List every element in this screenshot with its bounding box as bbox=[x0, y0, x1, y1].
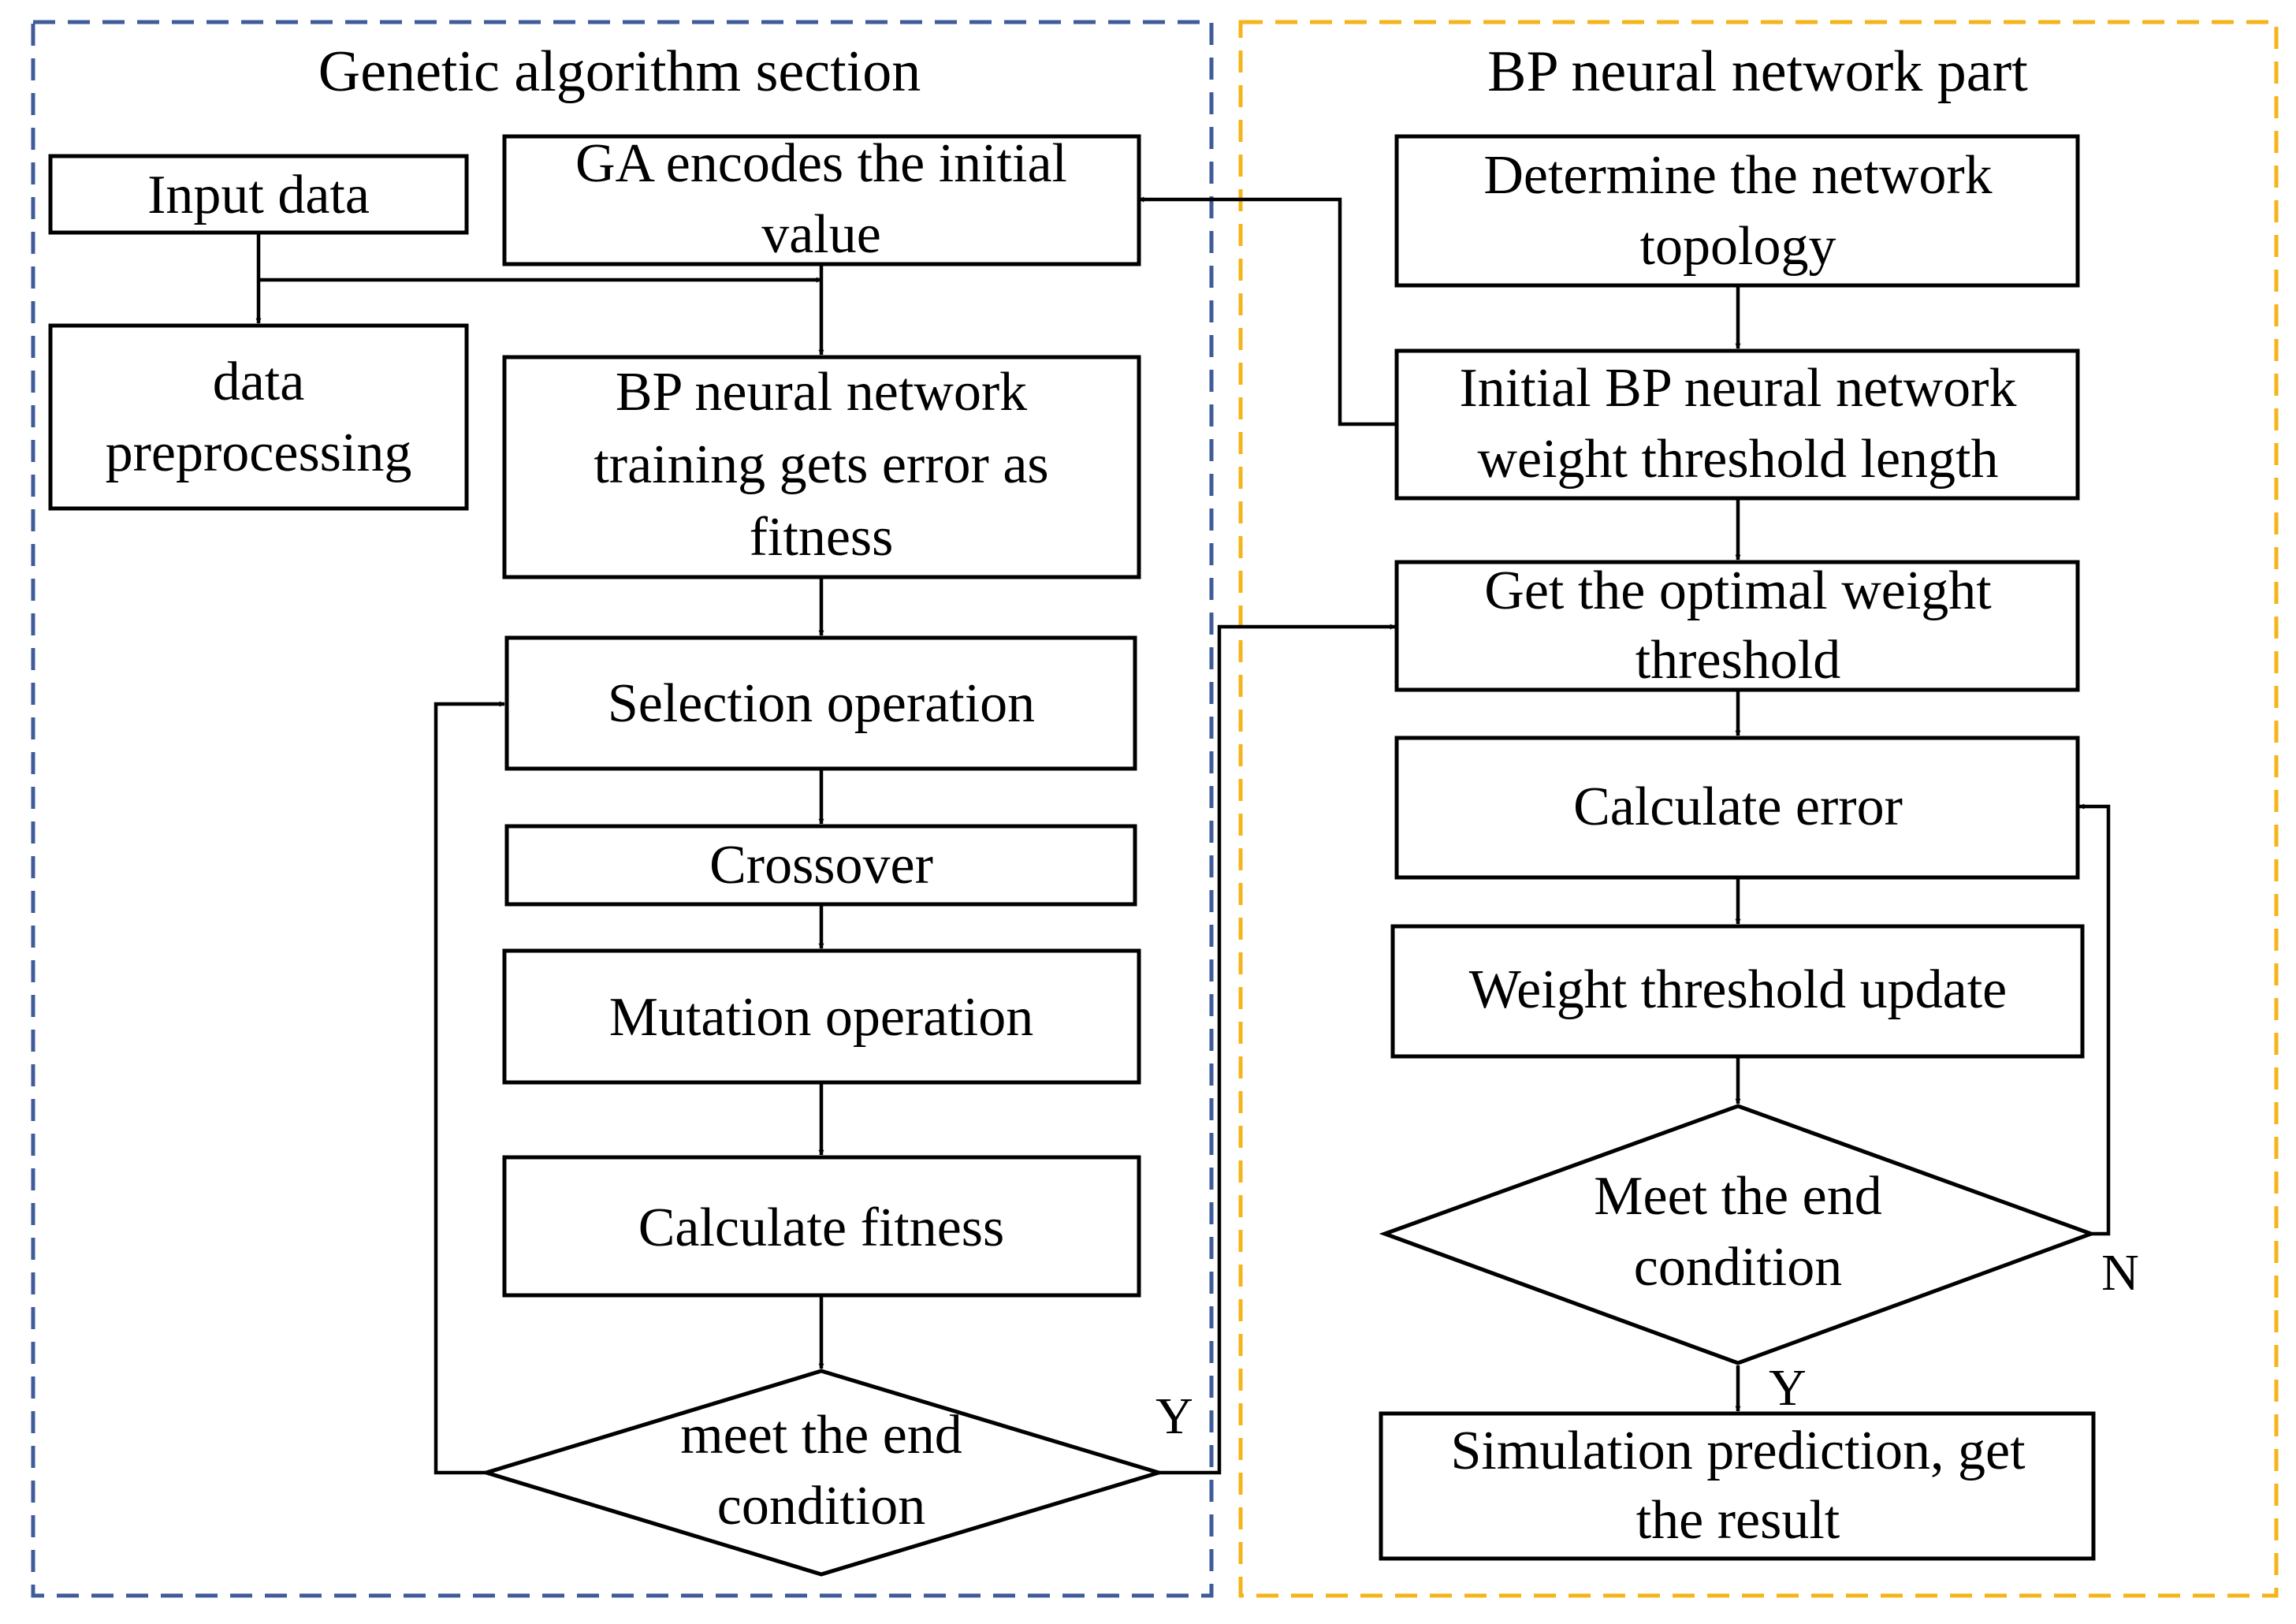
selection-operation-label: Selection operation bbox=[608, 673, 1035, 734]
arrow-ga-no-loop-to-selection bbox=[434, 701, 505, 1475]
network-topology-box bbox=[1394, 134, 2080, 288]
ga-yes-label: Y bbox=[1155, 1387, 1193, 1445]
data-preprocessing-box bbox=[48, 323, 469, 511]
input-data-box bbox=[48, 154, 469, 235]
input-data-label: Input data bbox=[147, 165, 370, 225]
ga-encode-box bbox=[502, 134, 1141, 266]
genetic-section-frame bbox=[31, 20, 1214, 1598]
crossover-label: Crossover bbox=[709, 835, 933, 896]
weight-update-box bbox=[1390, 924, 2085, 1059]
selection-operation-box bbox=[504, 635, 1137, 771]
calculate-error-label: Calculate error bbox=[1573, 777, 1903, 837]
arrow-bp-no-loop-to-calc-error bbox=[2078, 803, 2111, 1236]
ga-end-condition-diamond bbox=[479, 1369, 1166, 1577]
genetic-section-title: Genetic algorithm section bbox=[318, 39, 921, 104]
bp-yes-label: Y bbox=[1769, 1359, 1807, 1417]
simulation-prediction-box bbox=[1379, 1411, 2096, 1561]
bp-section-frame bbox=[1238, 20, 2279, 1598]
bp-training-box bbox=[502, 355, 1141, 579]
mutation-operation-box bbox=[502, 948, 1141, 1085]
bp-section-title: BP neural network part bbox=[1487, 39, 2028, 104]
optimal-weight-box bbox=[1394, 560, 2080, 692]
bp-end-condition-diamond bbox=[1379, 1104, 2097, 1365]
arrow-ga-yes-to-optimal-weight bbox=[1159, 624, 1396, 1475]
weight-update-label: Weight threshold update bbox=[1469, 959, 2008, 1020]
bp-no-label: N bbox=[2101, 1244, 2139, 1302]
mutation-operation-label: Mutation operation bbox=[609, 987, 1034, 1048]
arrow-initial-bp-to-ga-encode bbox=[1138, 196, 1397, 426]
calculate-fitness-box bbox=[502, 1155, 1141, 1298]
initial-bp-box bbox=[1394, 348, 2080, 501]
calculate-fitness-label: Calculate fitness bbox=[638, 1198, 1005, 1258]
crossover-box bbox=[504, 824, 1137, 907]
calculate-error-box bbox=[1394, 736, 2080, 880]
